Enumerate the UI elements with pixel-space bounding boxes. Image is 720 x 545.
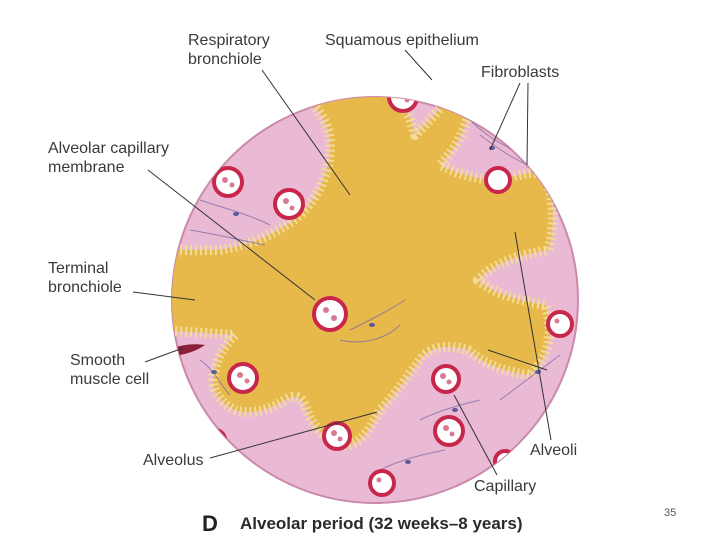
alveolar-capillary-membrane-label: Alveolar capillary membrane bbox=[48, 139, 169, 177]
figure-caption: Alveolar period (32 weeks–8 years) bbox=[240, 514, 523, 533]
terminal-bronchiole-label: Terminal bronchiole bbox=[48, 259, 122, 297]
smooth-muscle-cell-label-line1: Smooth bbox=[70, 352, 126, 369]
terminal-bronchiole-label-line1: Terminal bbox=[48, 260, 109, 277]
fibroblasts-label: Fibroblasts bbox=[481, 64, 560, 81]
terminal-bronchiole-label-line2: bronchiole bbox=[48, 279, 122, 296]
respiratory-bronchiole-label: Respiratory bronchiole bbox=[188, 31, 270, 69]
capillary-label: Capillary bbox=[474, 478, 537, 495]
airway-lumen bbox=[172, 97, 558, 450]
respiratory-bronchiole-label-line2: bronchiole bbox=[188, 51, 262, 68]
alveolus-label: Alveolus bbox=[143, 452, 204, 469]
smooth-muscle-cell-label: Smooth muscle cell bbox=[70, 351, 149, 389]
leader-lines bbox=[132, 49, 552, 476]
respiratory-bronchiole-label-line1: Respiratory bbox=[188, 32, 270, 49]
alveoli-label: Alveoli bbox=[530, 442, 578, 459]
squamous-epithelium-label: Squamous epithelium bbox=[325, 32, 479, 49]
figure-panel-letter: D bbox=[202, 511, 218, 536]
page-number: 35 bbox=[664, 507, 677, 519]
red-blood-cells bbox=[222, 97, 560, 483]
alveolar-capillary-membrane-label-line1: Alveolar capillary bbox=[48, 140, 169, 157]
smooth-muscle-cell-label-line2: muscle cell bbox=[70, 371, 150, 388]
alveolar-capillary-membrane-label-line2: membrane bbox=[48, 159, 125, 176]
